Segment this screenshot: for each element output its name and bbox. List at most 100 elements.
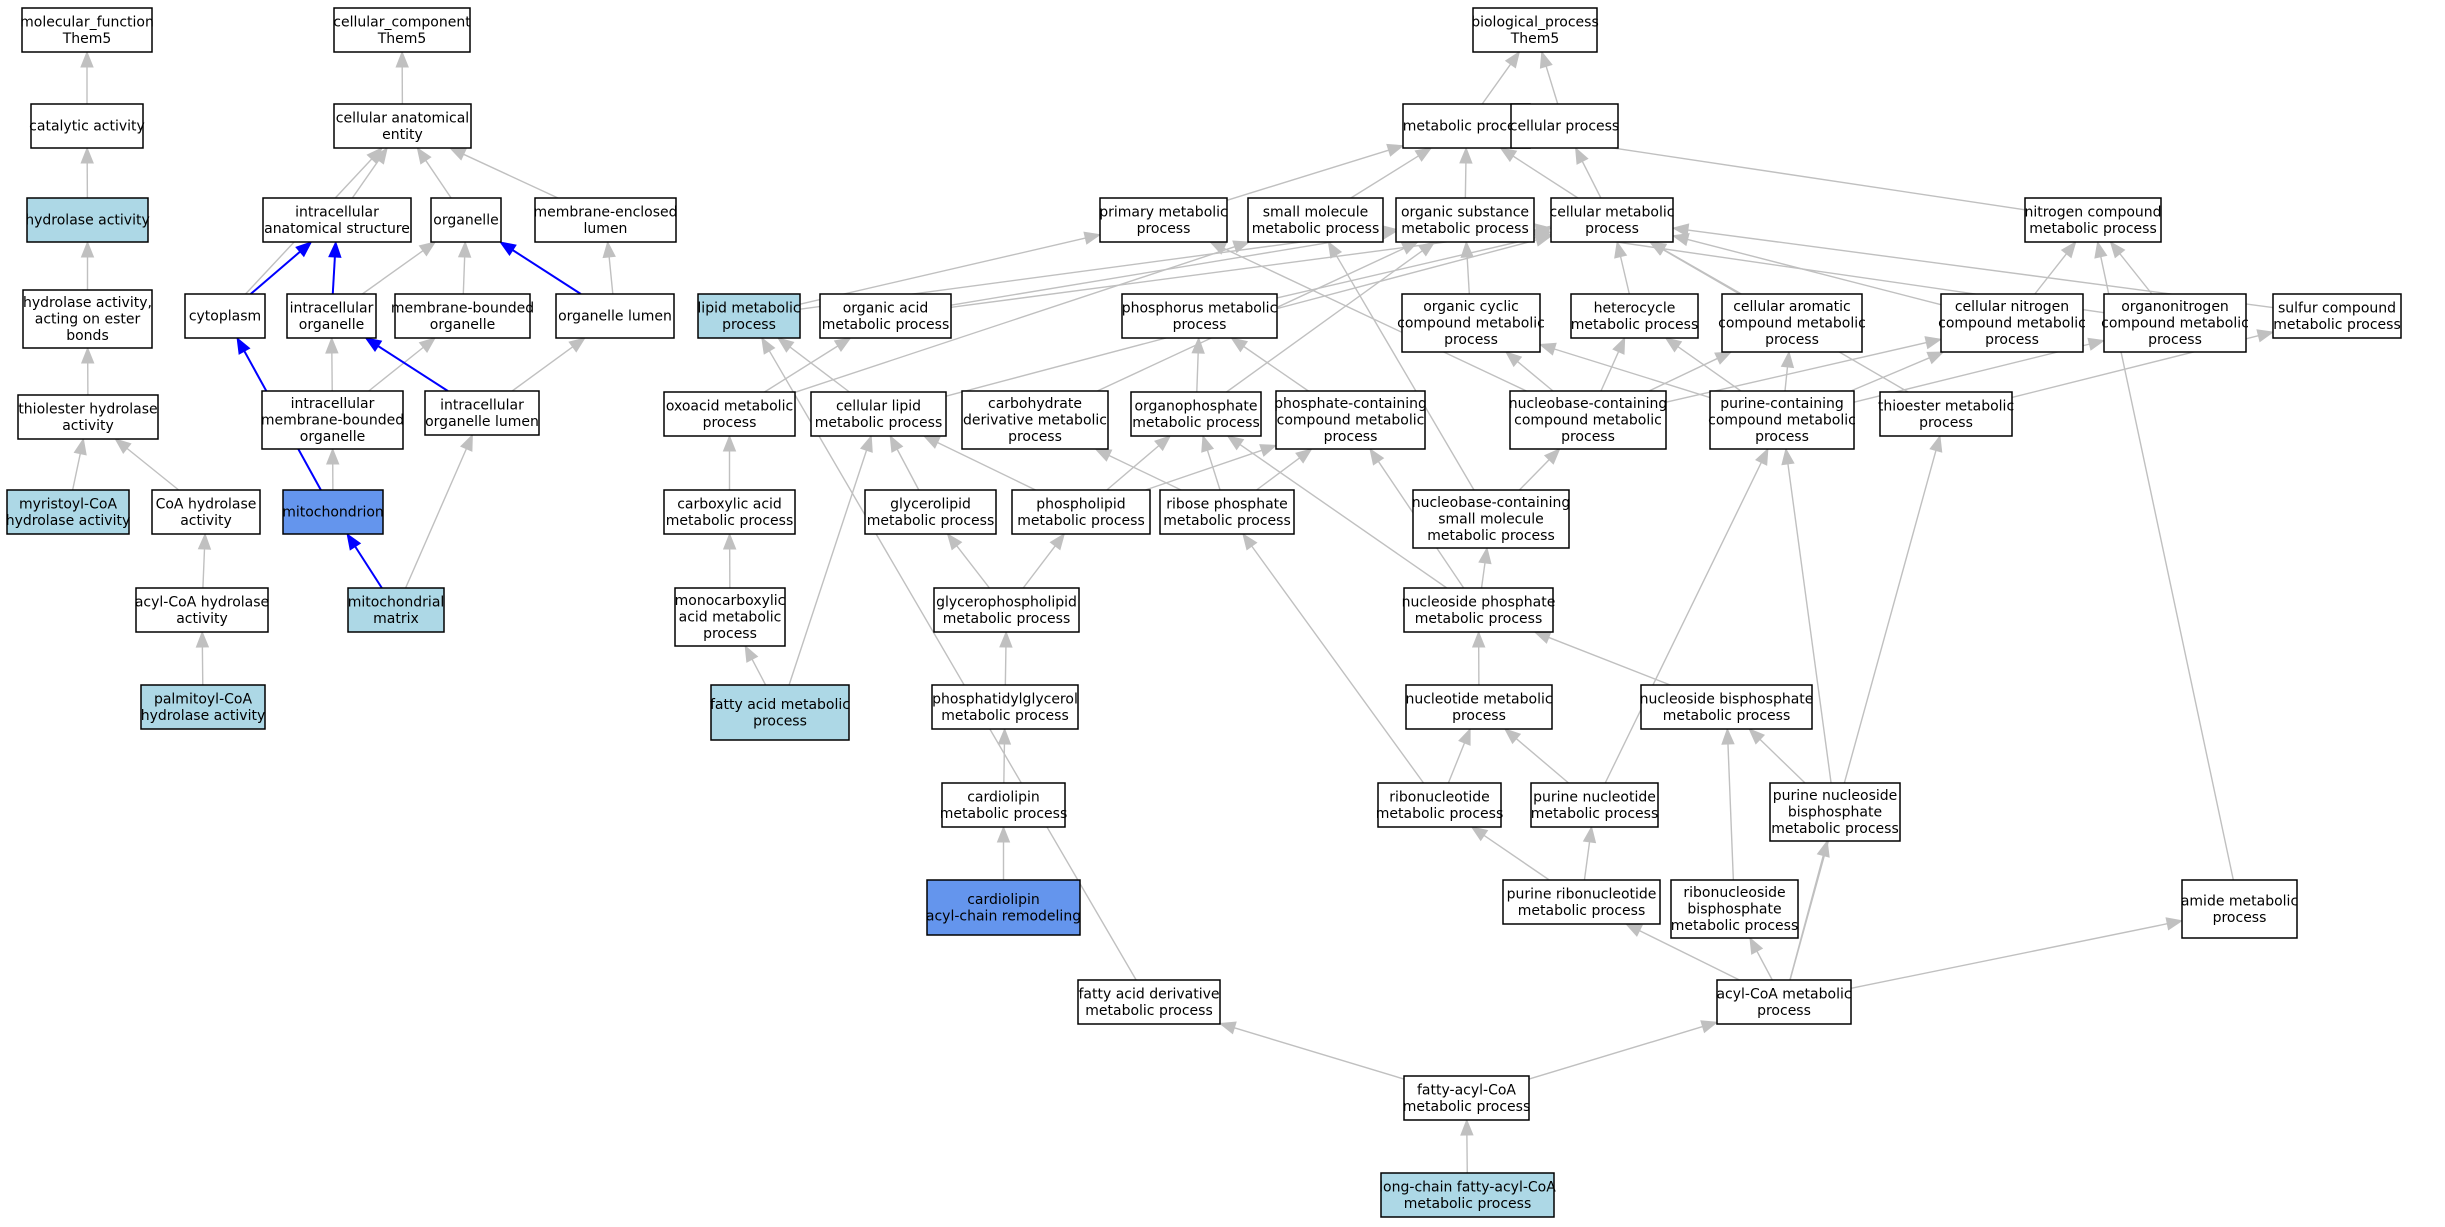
go-term-node-cell[interactable]: cellular process bbox=[1510, 103, 1619, 149]
go-term-node-hyd[interactable]: hydrolase activity bbox=[25, 197, 150, 243]
arrowhead-prnmp-to-rnmp bbox=[1470, 826, 1489, 842]
arrowhead-acoamp-to-amp bbox=[2165, 917, 2184, 931]
node-label-line: organonitrogen bbox=[2121, 299, 2229, 315]
node-label-line: metabolic process bbox=[1663, 708, 1791, 724]
node-label-line: biological_process bbox=[1471, 14, 1599, 30]
go-term-node-cyto[interactable]: cytoplasm bbox=[184, 293, 266, 339]
node-label-line: Them5 bbox=[62, 31, 112, 47]
node-box bbox=[286, 293, 377, 339]
edge-nbcsmp-to-smmp bbox=[1335, 254, 1475, 491]
node-label-line: acyl-CoA hydrolase bbox=[135, 594, 269, 610]
node-label-line: cardiolipin bbox=[967, 892, 1040, 908]
arrowhead-scmp-to-cmp bbox=[1671, 223, 1690, 237]
arrowhead-met-to-bp bbox=[1504, 50, 1521, 69]
edge-oamp-to-cmp bbox=[950, 229, 1537, 309]
node-label-line: metabolic process bbox=[1401, 221, 1529, 237]
node-label-line: small molecule bbox=[1438, 512, 1544, 528]
go-term-node-met[interactable]: metabolic process bbox=[1402, 103, 1531, 149]
arrowhead-facoamp-to-acoamp bbox=[1700, 1020, 1719, 1034]
node-label-line: metabolic process bbox=[1671, 918, 1799, 934]
go-term-node-mito[interactable]: mitochondrion bbox=[282, 489, 384, 535]
node-label-line: thiolester hydrolase bbox=[18, 401, 157, 417]
node-label-line: intracellular bbox=[290, 300, 374, 316]
node-box bbox=[864, 489, 997, 535]
node-label-line: lipid metabolic bbox=[697, 300, 800, 316]
arrowhead-gplmp-to-glmp bbox=[946, 532, 963, 551]
edge-rpmp-to-cdmp bbox=[1108, 454, 1182, 491]
go-term-node-org[interactable]: organelle bbox=[430, 197, 502, 243]
go-term-node-ol[interactable]: organelle lumen bbox=[555, 293, 675, 339]
go-term-node-cat[interactable]: catalytic activity bbox=[29, 103, 145, 149]
edge-pccmp-to-phmp bbox=[1243, 345, 1309, 392]
node-label-line: metabolic process bbox=[867, 513, 995, 529]
arrowhead-clpmp-to-pgmp bbox=[997, 727, 1012, 745]
node-box bbox=[21, 7, 153, 53]
node-label-line: process bbox=[1585, 221, 1639, 237]
